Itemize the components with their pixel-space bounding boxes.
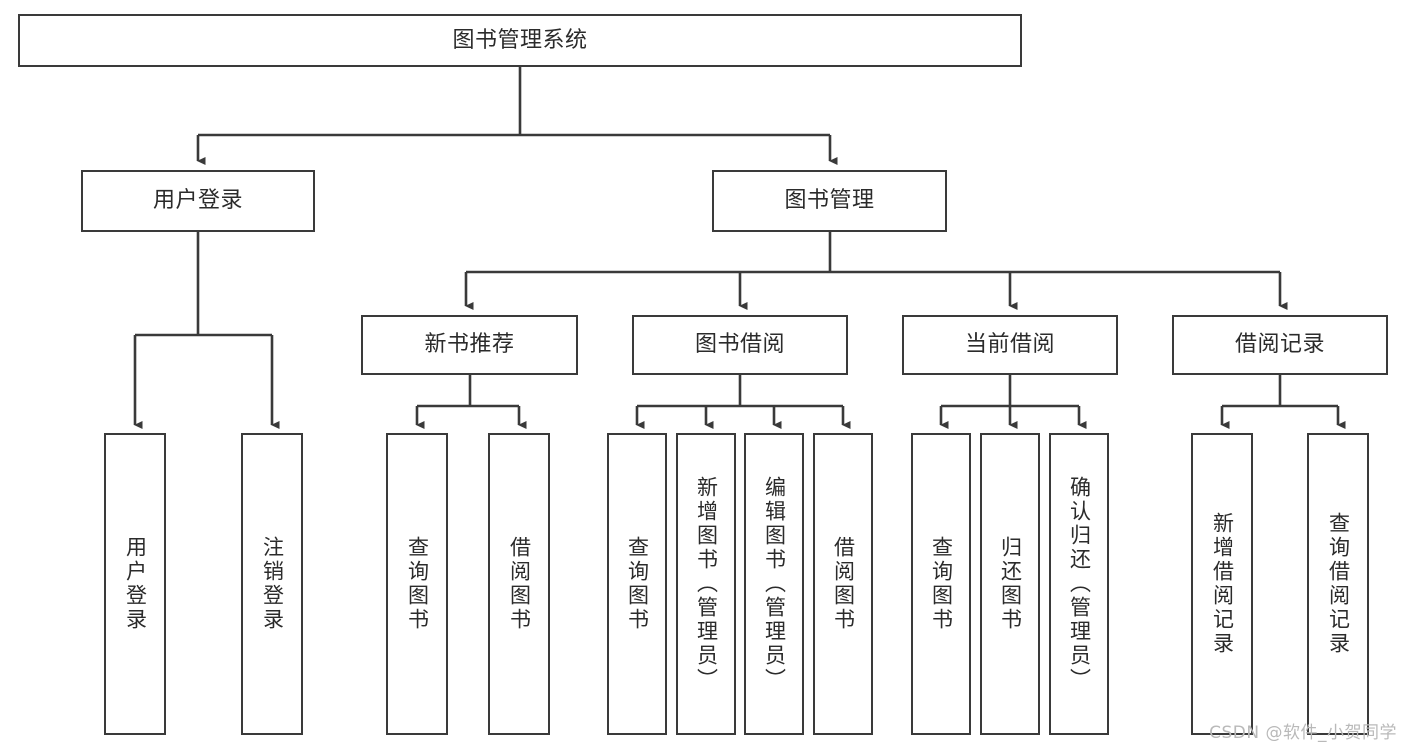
- leaf-borrow-edit-book-admin[interactable]: 编辑图书（管理员）: [744, 433, 804, 735]
- node-label: 新增借阅记录: [1210, 512, 1235, 656]
- node-label: 借阅图书: [831, 536, 856, 632]
- node-label: 图书管理: [784, 188, 875, 214]
- leaf-current-query-book[interactable]: 查询图书: [911, 433, 971, 735]
- node-user-login[interactable]: 用户登录: [81, 170, 315, 232]
- node-new-book-recommend[interactable]: 新书推荐: [361, 315, 578, 375]
- node-label: 查询图书: [405, 536, 430, 632]
- leaf-user-login-login[interactable]: 用户登录: [104, 433, 166, 735]
- node-borrow-record[interactable]: 借阅记录: [1172, 315, 1388, 375]
- node-label: 图书借阅: [694, 332, 785, 358]
- leaf-recommend-borrow-book[interactable]: 借阅图书: [488, 433, 550, 735]
- leaf-borrow-borrow-book[interactable]: 借阅图书: [813, 433, 873, 735]
- leaf-recommend-query-book[interactable]: 查询图书: [386, 433, 448, 735]
- leaf-current-confirm-return-admin[interactable]: 确认归还（管理员）: [1049, 433, 1109, 735]
- node-book-borrow[interactable]: 图书借阅: [632, 315, 848, 375]
- node-label: 查询图书: [625, 536, 650, 632]
- node-label: 编辑图书（管理员）: [762, 476, 787, 692]
- leaf-borrow-add-book-admin[interactable]: 新增图书（管理员）: [676, 433, 736, 735]
- node-label: 归还图书: [998, 536, 1023, 632]
- node-label: 用户登录: [152, 188, 243, 214]
- node-current-borrow[interactable]: 当前借阅: [902, 315, 1118, 375]
- leaf-record-add-record[interactable]: 新增借阅记录: [1191, 433, 1253, 735]
- watermark: CSDN @软件_小贺同学: [1209, 723, 1397, 743]
- node-label: 借阅图书: [507, 536, 532, 632]
- node-label: 注销登录: [260, 536, 285, 632]
- node-label: 用户登录: [123, 536, 148, 632]
- leaf-user-login-logout[interactable]: 注销登录: [241, 433, 303, 735]
- leaf-borrow-query-book[interactable]: 查询图书: [607, 433, 667, 735]
- leaf-current-return-book[interactable]: 归还图书: [980, 433, 1040, 735]
- node-label: 借阅记录: [1234, 332, 1325, 358]
- node-label: 图书管理系统: [452, 27, 588, 53]
- node-root-system[interactable]: 图书管理系统: [18, 14, 1022, 67]
- node-label: 新书推荐: [424, 332, 515, 358]
- node-label: 查询图书: [929, 536, 954, 632]
- node-label: 确认归还（管理员）: [1067, 476, 1092, 692]
- node-label: 当前借阅: [964, 332, 1055, 358]
- leaf-record-query-record[interactable]: 查询借阅记录: [1307, 433, 1369, 735]
- node-book-management[interactable]: 图书管理: [712, 170, 947, 232]
- node-label: 新增图书（管理员）: [694, 476, 719, 692]
- node-label: 查询借阅记录: [1326, 512, 1351, 656]
